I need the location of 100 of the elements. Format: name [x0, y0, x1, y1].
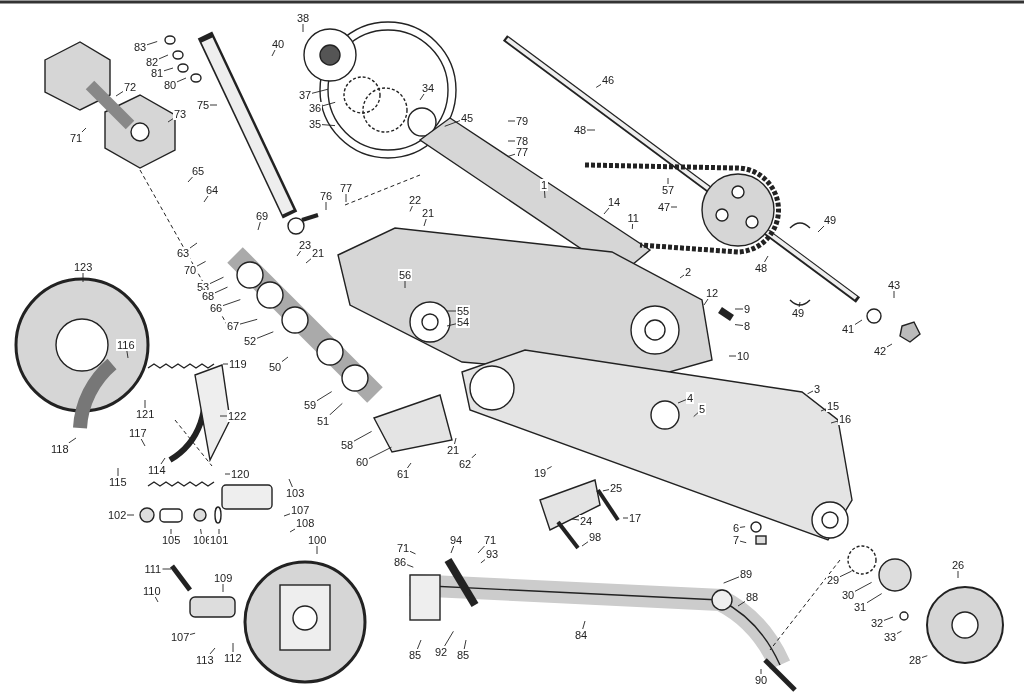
callout-number: 101 [209, 534, 230, 546]
leader-line [316, 391, 333, 402]
callout-number: 5 [698, 403, 707, 415]
callout-number: 28 [908, 654, 923, 666]
leader-line [723, 576, 740, 584]
callout-number: 23 [298, 239, 313, 251]
leader-line [739, 540, 747, 544]
leader-line [187, 176, 193, 183]
callout-number: 37 [298, 89, 313, 101]
leader-line [446, 310, 457, 312]
callout-number: 77 [339, 182, 354, 194]
leader-line [146, 41, 158, 46]
callout-number: 73 [173, 108, 188, 120]
leader-line [419, 93, 425, 101]
leader-line [271, 49, 276, 57]
leader-line [416, 639, 422, 650]
callout-number: 51 [316, 415, 331, 427]
leader-line [68, 437, 77, 444]
callout-number: 88 [745, 591, 760, 603]
callout-number: 122 [227, 410, 248, 422]
callout-number: 70 [183, 264, 198, 276]
leader-line [450, 545, 455, 554]
callout-number: 60 [355, 456, 370, 468]
callout-number: 118 [50, 443, 70, 455]
leader-line [444, 630, 454, 647]
leader-line [117, 467, 119, 477]
leader-line [170, 528, 172, 535]
callout-number: 10 [736, 350, 751, 362]
leader-line [325, 201, 327, 211]
leader-line [667, 177, 669, 185]
leader-line [224, 473, 231, 475]
callout-number: 89 [739, 568, 754, 580]
leader-line [321, 101, 336, 107]
callout-number: 55 [456, 305, 471, 317]
callout-number: 65 [191, 165, 206, 177]
callout-number: 26 [951, 559, 966, 571]
callout-number: 109 [213, 572, 234, 584]
leader-line [546, 466, 553, 470]
leader-line [893, 290, 895, 299]
leader-line [446, 323, 457, 327]
leader-line [544, 190, 546, 199]
callout-number: 56 [398, 269, 413, 281]
leader-line [316, 545, 318, 555]
callout-number: 21 [421, 207, 436, 219]
callout-number: 119 [228, 358, 248, 370]
leader-line [507, 140, 516, 142]
leader-line [115, 91, 124, 97]
leader-line [345, 193, 347, 203]
leader-line [162, 568, 172, 570]
callout-number: 98 [588, 531, 603, 543]
callout-number: 49 [823, 214, 838, 226]
callout-number: 41 [841, 323, 856, 335]
callout-number: 69 [255, 210, 270, 222]
leader-line [257, 221, 261, 231]
callout-number: 48 [754, 262, 769, 274]
callout-number: 90 [754, 674, 769, 686]
callout-number: 76 [319, 190, 334, 202]
leader-line [582, 620, 586, 630]
callout-number: 30 [841, 589, 856, 601]
leader-line [670, 206, 678, 208]
callout-number: 42 [873, 345, 888, 357]
callout-number: 40 [271, 38, 286, 50]
leader-line [222, 583, 224, 593]
leader-line [734, 324, 744, 326]
callout-number: 72 [123, 81, 138, 93]
callout-number: 61 [396, 468, 411, 480]
callout-number: 4 [686, 392, 695, 404]
leader-line [189, 242, 198, 249]
callout-number: 46 [601, 74, 616, 86]
leader-line [296, 250, 302, 257]
leader-line [807, 390, 814, 395]
callout-number: 19 [533, 467, 548, 479]
callout-number: 117 [128, 427, 148, 439]
callout-number: 3 [813, 383, 822, 395]
leader-line [144, 399, 146, 409]
callout-number: 24 [579, 515, 594, 527]
callout-number: 21 [311, 247, 326, 259]
leader-line [140, 438, 146, 447]
callout-number: 83 [133, 41, 148, 53]
leader-line [126, 514, 135, 516]
leader-line [311, 88, 329, 94]
callout-number: 7 [732, 534, 741, 546]
leader-line [321, 124, 336, 127]
leader-line [631, 223, 634, 230]
leader-line [219, 415, 228, 417]
leader-line [703, 298, 709, 306]
callout-number: 47 [657, 201, 672, 213]
callout-number: 105 [161, 534, 182, 546]
leader-line [507, 153, 516, 157]
leader-line [368, 446, 392, 459]
callout-number: 22 [408, 194, 423, 206]
leader-line [764, 255, 769, 263]
leader-line [283, 513, 291, 517]
leader-line [158, 54, 169, 60]
leader-line [507, 120, 516, 122]
callout-number: 92 [434, 646, 449, 658]
callout-number: 108 [295, 517, 316, 529]
callout-number: 8 [743, 320, 752, 332]
leader-line [798, 301, 801, 308]
callout-number: 85 [408, 649, 423, 661]
